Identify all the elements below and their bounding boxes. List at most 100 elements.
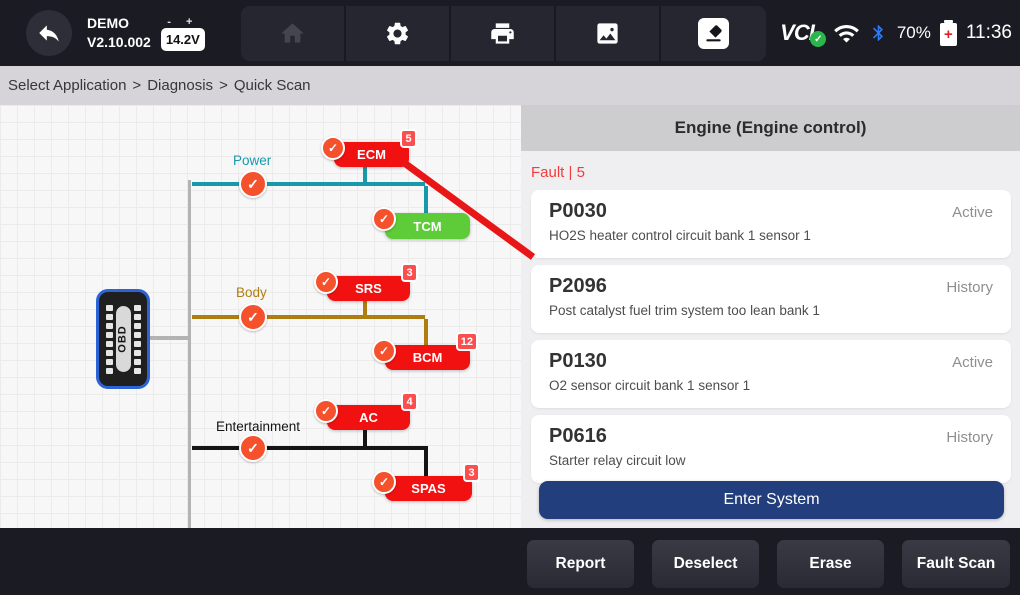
fault-list: P0030 Active HO2S heater control circuit… — [531, 190, 1011, 490]
vci-label: VCI — [780, 20, 815, 45]
obd-pins-right — [133, 304, 141, 374]
image-icon — [597, 22, 618, 44]
node-label: TCM — [413, 218, 442, 234]
fault-panel: Engine (Engine control) Fault | 5 P0030 … — [521, 105, 1020, 528]
power-bus-check-toggle[interactable]: ✓ — [239, 170, 267, 198]
top-bar: DEMO V2.10.002 - + 14.2V VCI ✓ — [0, 0, 1020, 66]
home-button[interactable] — [240, 5, 346, 61]
breadcrumb: Select Application > Diagnosis > Quick S… — [0, 66, 1020, 105]
ecu-node-ecm[interactable]: ECM ✓ 5 — [321, 129, 417, 167]
vci-connected-check-icon: ✓ — [809, 31, 826, 47]
bus-label-body: Body — [236, 285, 267, 300]
fault-description: HO2S heater control circuit bank 1 senso… — [549, 228, 811, 243]
report-button[interactable]: Report — [527, 540, 634, 588]
ecu-node-ac[interactable]: AC ✓ 4 — [314, 392, 418, 430]
checked-icon[interactable]: ✓ — [372, 339, 396, 363]
breadcrumb-diagnosis[interactable]: Diagnosis — [147, 77, 214, 94]
battery-terminals-icon: - + — [167, 15, 199, 28]
obd-connector: OBD — [96, 289, 150, 389]
data-clear-button[interactable] — [660, 5, 766, 61]
obd-label: OBD — [117, 325, 130, 353]
breadcrumb-quick-scan[interactable]: Quick Scan — [233, 77, 311, 94]
fault-count-badge: 5 — [400, 129, 417, 148]
vehicle-voltage-indicator: - + 14.2V — [160, 15, 205, 51]
gear-icon — [386, 22, 408, 44]
enter-system-button[interactable]: Enter System — [539, 481, 1004, 519]
fault-description: O2 sensor circuit bank 1 sensor 1 — [549, 378, 751, 393]
srs-stub-line — [363, 301, 367, 315]
fault-count-badge: 3 — [401, 263, 418, 282]
checked-icon[interactable]: ✓ — [372, 470, 396, 494]
entertainment-bus-line — [192, 446, 428, 450]
ecu-node-bcm[interactable]: BCM ✓ 12 — [372, 332, 478, 370]
bottom-bar: Report Deselect Erase Fault Scan — [0, 528, 1020, 595]
status-area: VCI ✓ 70% + 11:36 — [780, 19, 1012, 47]
ac-stub-line — [363, 430, 367, 446]
fault-scan-button[interactable]: Fault Scan — [902, 540, 1010, 588]
panel-title: Engine (Engine control) — [521, 105, 1020, 151]
fault-code: P0130 — [549, 350, 607, 372]
battery-icon: + — [939, 19, 957, 46]
breadcrumb-separator: > — [132, 77, 142, 94]
device-version: V2.10.002 — [87, 34, 151, 50]
fault-count-badge: 12 — [455, 332, 478, 351]
screenshot-button[interactable] — [555, 5, 661, 61]
body-bus-check-toggle[interactable]: ✓ — [239, 303, 267, 331]
topology-diagram: OBD Power ✓ Body ✓ Entertainment ✓ ECM ✓… — [0, 105, 521, 528]
fault-count-badge: 4 — [401, 392, 418, 411]
fault-row-p0616[interactable]: P0616 History Starter relay circuit low — [531, 415, 1011, 483]
ecm-stub-line — [363, 167, 367, 182]
node-label: AC — [359, 410, 378, 425]
fault-count-label: Fault | 5 — [531, 164, 585, 181]
eraser-pen-icon — [697, 17, 729, 49]
bluetooth-icon — [869, 21, 888, 45]
home-icon — [281, 22, 304, 42]
obd-pins-left — [105, 304, 113, 374]
settings-button[interactable] — [345, 5, 451, 61]
fault-row-p2096[interactable]: P2096 History Post catalyst fuel trim sy… — [531, 265, 1011, 333]
checked-icon[interactable]: ✓ — [314, 399, 338, 423]
wifi-icon — [833, 20, 860, 47]
back-arrow-icon — [39, 25, 59, 42]
power-bus-line — [192, 182, 425, 186]
obd-connector-line — [150, 336, 188, 340]
checked-icon[interactable]: ✓ — [314, 270, 338, 294]
battery-plus-glyph: + — [943, 25, 953, 43]
main-trunk-line — [188, 180, 191, 528]
ecu-node-srs[interactable]: SRS ✓ 3 — [314, 263, 418, 301]
fault-status: History — [946, 279, 993, 296]
node-label: SRS — [355, 281, 382, 296]
fault-row-p0130[interactable]: P0130 Active O2 sensor circuit bank 1 se… — [531, 340, 1011, 408]
ecu-node-spas[interactable]: SPAS ✓ 3 — [372, 463, 480, 501]
bus-label-power: Power — [233, 153, 272, 168]
erase-button[interactable]: Erase — [777, 540, 884, 588]
back-button[interactable] — [26, 10, 72, 56]
device-name: DEMO — [87, 15, 129, 32]
breadcrumb-select-application[interactable]: Select Application — [8, 77, 127, 94]
deselect-button[interactable]: Deselect — [652, 540, 759, 588]
printer-icon — [491, 22, 514, 44]
fault-count-badge: 3 — [463, 463, 480, 482]
bus-label-entertainment: Entertainment — [216, 419, 301, 434]
entertainment-bus-check-toggle[interactable]: ✓ — [239, 434, 267, 462]
ecu-node-tcm[interactable]: TCM ✓ — [372, 207, 470, 239]
fault-description: Starter relay circuit low — [549, 453, 686, 468]
checked-icon[interactable]: ✓ — [372, 207, 396, 231]
fault-status: History — [946, 429, 993, 446]
fault-row-p0030[interactable]: P0030 Active HO2S heater control circuit… — [531, 190, 1011, 258]
fault-status: Active — [952, 204, 993, 221]
vci-indicator: VCI ✓ — [780, 20, 826, 47]
spas-stub-line — [424, 450, 428, 476]
obd-center-pill: OBD — [115, 306, 131, 372]
node-label: SPAS — [411, 481, 446, 496]
node-label: ECM — [357, 147, 386, 162]
checked-icon[interactable]: ✓ — [321, 136, 345, 160]
print-button[interactable] — [450, 5, 556, 61]
tcm-stub-line — [424, 186, 428, 213]
fault-code: P0616 — [549, 425, 607, 447]
main-content: OBD Power ✓ Body ✓ Entertainment ✓ ECM ✓… — [0, 105, 1020, 528]
fault-status: Active — [952, 354, 993, 371]
node-label: BCM — [412, 350, 443, 365]
voltage-value: 14.2V — [160, 27, 205, 51]
breadcrumb-separator: > — [219, 77, 228, 94]
